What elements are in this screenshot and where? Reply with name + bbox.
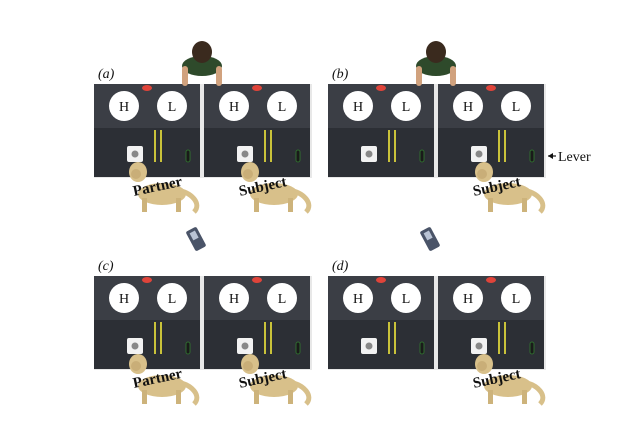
signal-light [252,85,262,91]
food-cup-dot [365,150,373,158]
slot-line [154,130,156,162]
slot-line [264,130,266,162]
slot-line [270,130,272,162]
slot-line [504,130,506,162]
food-cup-dot [241,150,249,158]
signal-light [252,277,262,283]
h-option-circle [453,283,483,313]
l-option-label: L [512,100,521,115]
signal-light [376,85,386,91]
signal-light [376,277,386,283]
slot-line [394,322,396,354]
h-option-label: H [119,292,129,307]
slot-line [270,322,272,354]
slot-line [388,130,390,162]
l-option-label: L [402,292,411,307]
food-cup-dot [131,150,139,158]
h-option-circle [109,283,139,313]
h-option-label: H [119,100,129,115]
lever [295,341,301,355]
lever [419,149,425,163]
slot-line [394,130,396,162]
slot-line [388,322,390,354]
l-option-circle [267,283,297,313]
machine-bottom-panel [328,320,434,369]
human-top-view-icon [182,41,222,86]
signal-light [486,277,496,283]
slot-line [160,322,162,354]
machine-bottom-panel [94,128,200,177]
lever [185,149,191,163]
food-cup-dot [475,342,483,350]
panel-label: (a) [98,67,115,82]
l-option-circle [501,91,531,121]
l-option-label: L [512,292,521,307]
h-option-circle [343,91,373,121]
h-option-circle [343,283,373,313]
lever-annotation: Lever [558,150,591,165]
l-option-label: L [278,292,287,307]
arrow-head [548,153,553,159]
h-option-label: H [353,100,363,115]
slot-line [154,322,156,354]
h-option-circle [219,283,249,313]
machine-bottom-panel [328,128,434,177]
h-option-label: H [229,292,239,307]
slot-line [160,130,162,162]
lever [295,149,301,163]
food-cup-dot [241,342,249,350]
h-option-label: H [463,100,473,115]
l-option-label: L [168,100,177,115]
remote-device-icon [185,226,207,252]
slot-line [504,322,506,354]
lever [529,341,535,355]
food-cup-dot [131,342,139,350]
panel-label: (b) [332,67,349,82]
lever [185,341,191,355]
h-option-label: H [463,292,473,307]
signal-light [142,85,152,91]
l-option-circle [157,91,187,121]
l-option-label: L [402,100,411,115]
l-option-label: L [168,292,177,307]
slot-line [498,130,500,162]
l-option-circle [391,91,421,121]
l-option-circle [267,91,297,121]
slot-line [498,322,500,354]
panel-label: (c) [98,259,114,274]
slot-line [264,322,266,354]
h-option-label: H [353,292,363,307]
food-cup-dot [475,150,483,158]
food-cup-dot [365,342,373,350]
panel-label: (d) [332,259,349,274]
human-top-view-icon [416,41,456,86]
h-option-circle [453,91,483,121]
l-option-label: L [278,100,287,115]
signal-light [486,85,496,91]
machine-bottom-panel [94,320,200,369]
lever [529,149,535,163]
h-option-circle [109,91,139,121]
h-option-label: H [229,100,239,115]
l-option-circle [157,283,187,313]
h-option-circle [219,91,249,121]
l-option-circle [391,283,421,313]
remote-device-icon [419,226,441,252]
l-option-circle [501,283,531,313]
signal-light [142,277,152,283]
lever [419,341,425,355]
